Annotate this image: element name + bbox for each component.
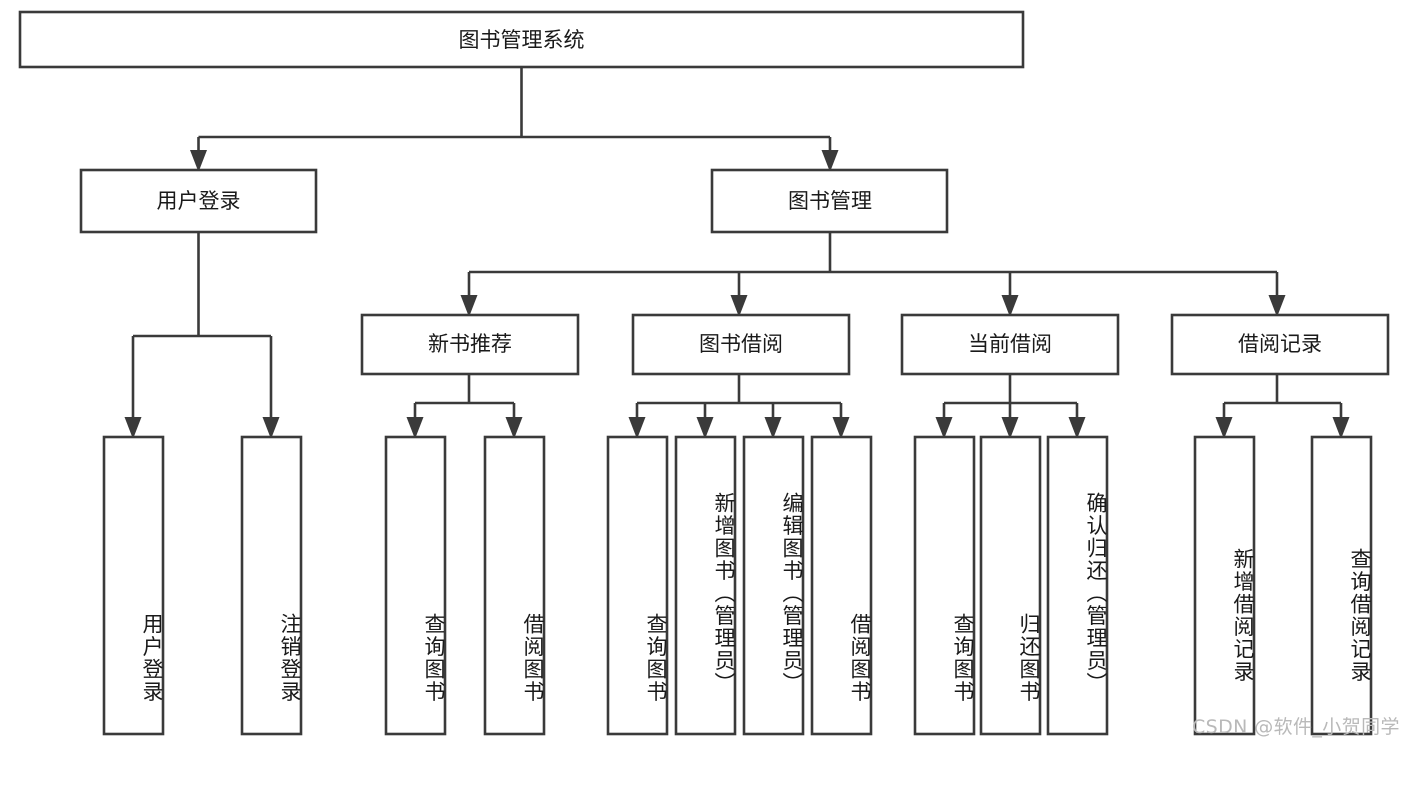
connector-userlogin-to-leaves bbox=[124, 232, 280, 439]
node-book-borrow[interactable] bbox=[631, 313, 851, 376]
node-root-label: 图书管理系统 bbox=[459, 28, 585, 52]
node-user-login[interactable] bbox=[79, 168, 318, 234]
node-book-management-label: 图书管理 bbox=[788, 189, 872, 213]
node-current-borrow[interactable] bbox=[900, 313, 1120, 376]
leaf-box-query-book-borrow[interactable] bbox=[606, 435, 669, 736]
leaf-box-query-book-current[interactable] bbox=[913, 435, 976, 736]
node-borrow-record-label: 借阅记录 bbox=[1238, 332, 1322, 356]
node-root[interactable] bbox=[18, 10, 1025, 69]
node-book-borrow-label: 图书借阅 bbox=[699, 332, 783, 356]
connector-bookborrow-to-leaves bbox=[628, 374, 850, 439]
tree-svg-canvas: 图书管理系统 用户登录 图书管理 新书推荐 图书借阅 当前借阅 借阅记录 bbox=[18, 10, 1390, 736]
leaf-box-query-borrow-record[interactable] bbox=[1310, 435, 1373, 736]
flowchart-diagram: 图书管理系统 用户登录 图书管理 新书推荐 图书借阅 当前借阅 借阅记录 bbox=[18, 10, 1400, 738]
leaf-box-confirm-return-admin[interactable] bbox=[1046, 435, 1109, 736]
leaf-box-borrow-book[interactable] bbox=[810, 435, 873, 736]
connector-bookmanage-to-level3 bbox=[460, 232, 1286, 317]
node-new-book-recommend-label: 新书推荐 bbox=[428, 332, 512, 356]
leaf-box-return-book[interactable] bbox=[979, 435, 1042, 736]
leaf-box-query-book-recommend[interactable] bbox=[384, 435, 447, 736]
node-new-book-recommend[interactable] bbox=[360, 313, 580, 376]
node-book-management[interactable] bbox=[710, 168, 949, 234]
leaf-box-borrow-book-recommend[interactable] bbox=[483, 435, 546, 736]
csdn-watermark: CSDN @软件_小贺同学 bbox=[1192, 716, 1400, 738]
leaf-box-user-login[interactable] bbox=[102, 435, 165, 736]
node-borrow-record[interactable] bbox=[1170, 313, 1390, 376]
connector-root-to-level2 bbox=[190, 67, 839, 172]
connector-currentborrow-to-leaves bbox=[935, 374, 1086, 439]
leaf-box-edit-book-admin[interactable] bbox=[742, 435, 805, 736]
leaf-box-add-borrow-record[interactable] bbox=[1193, 435, 1256, 736]
node-current-borrow-label: 当前借阅 bbox=[968, 332, 1052, 356]
leaf-box-add-book-admin[interactable] bbox=[674, 435, 737, 736]
connector-borrowrecord-to-leaves bbox=[1215, 374, 1350, 439]
leaf-box-user-logout[interactable] bbox=[240, 435, 303, 736]
node-user-login-label: 用户登录 bbox=[157, 189, 241, 213]
connector-newbook-to-leaves bbox=[406, 374, 523, 439]
